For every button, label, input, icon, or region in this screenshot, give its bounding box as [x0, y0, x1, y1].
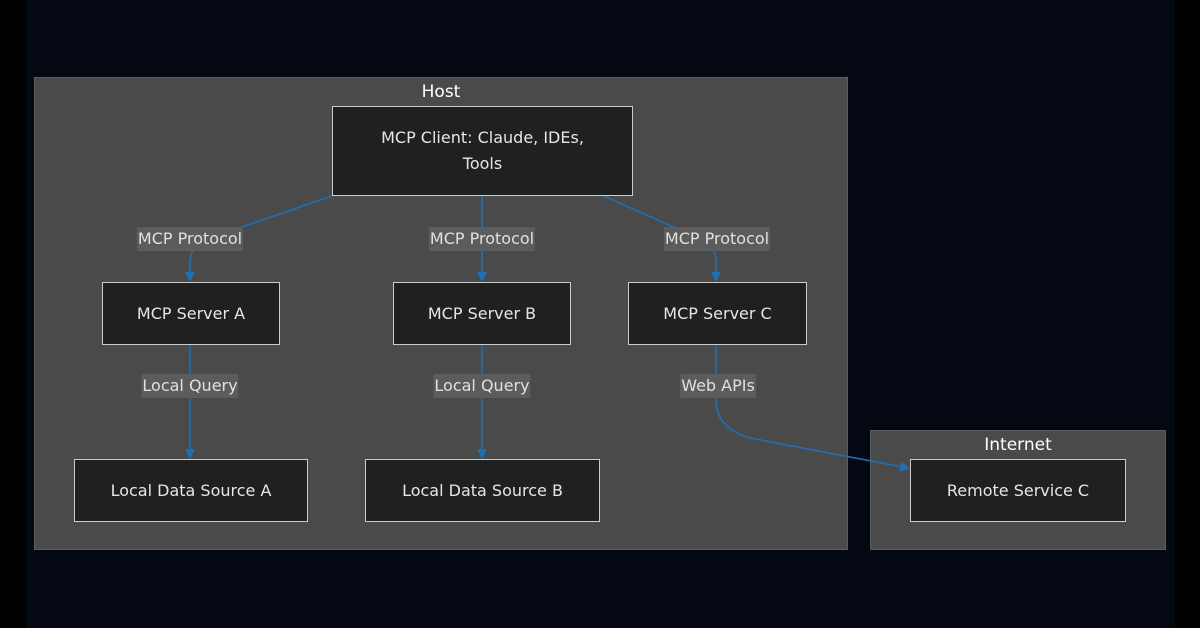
node-mcp-client-line2: Tools — [462, 154, 503, 173]
edge-label-mcp-protocol-b: MCP Protocol — [428, 227, 536, 251]
internet-cluster-title: Internet — [984, 435, 1052, 455]
node-mcp-client[interactable]: MCP Client: Claude, IDEs, Tools — [332, 106, 633, 196]
edge-label-web-apis: Web APIs — [680, 374, 756, 398]
edge-label-local-query-a: Local Query — [141, 374, 239, 398]
node-mcp-client-line1: MCP Client: Claude, IDEs, — [381, 128, 584, 147]
node-local-data-source-b[interactable]: Local Data Source B — [365, 459, 600, 522]
node-mcp-server-a[interactable]: MCP Server A — [102, 282, 280, 345]
node-mcp-server-c[interactable]: MCP Server C — [628, 282, 807, 345]
node-remote-service-c[interactable]: Remote Service C — [910, 459, 1126, 522]
edge-server-c-to-remote-c — [715, 344, 910, 472]
edge-label-mcp-protocol-c: MCP Protocol — [663, 227, 771, 251]
edge-label-local-query-b: Local Query — [433, 374, 531, 398]
host-cluster-title: Host — [421, 82, 461, 102]
edge-label-mcp-protocol-a: MCP Protocol — [136, 227, 244, 251]
node-local-data-source-a[interactable]: Local Data Source A — [74, 459, 308, 522]
node-mcp-server-b[interactable]: MCP Server B — [393, 282, 571, 345]
